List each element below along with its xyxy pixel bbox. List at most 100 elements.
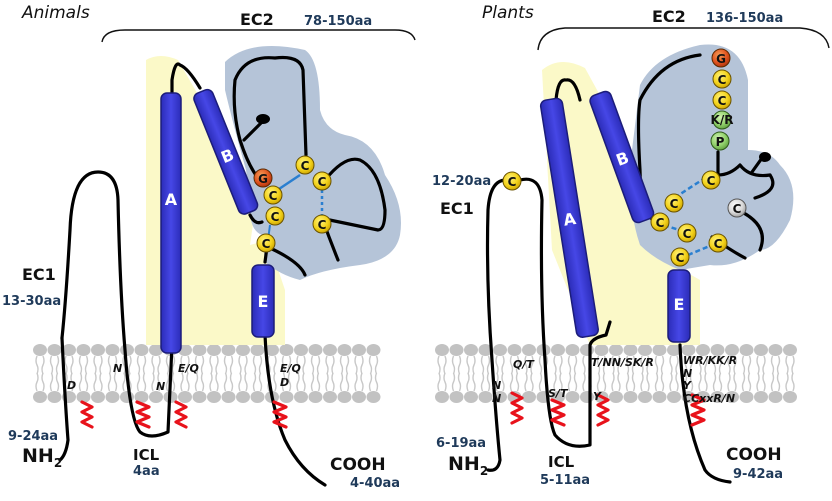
- svg-text:C: C: [683, 227, 692, 241]
- chain-plants-ec1-icl: [518, 177, 612, 448]
- residue-cysteine-ec1: C: [502, 171, 522, 191]
- lipid-head: [753, 343, 769, 375]
- lipid-head: [622, 372, 639, 404]
- chain-plants-ec2-loop2: [716, 150, 772, 178]
- residue-cysteine: C: [265, 206, 285, 226]
- svg-text:C: C: [714, 237, 723, 251]
- svg-text:G: G: [258, 172, 268, 186]
- lipid-head: [651, 343, 668, 375]
- residue-cysteine: C: [256, 233, 276, 253]
- lipid-head: [448, 343, 465, 375]
- svg-text:C: C: [301, 159, 310, 173]
- lipid-head: [32, 343, 48, 375]
- helix-a-plants: A: [539, 97, 599, 338]
- membrane-residue: N: [113, 362, 122, 375]
- svg-text:A: A: [165, 190, 178, 209]
- palmitoylation-icon: [272, 400, 288, 429]
- panel-plants: Plants EC2 136-150aa A B E: [432, 3, 830, 488]
- nterm-label-plants: NH2: [448, 453, 488, 478]
- svg-text:K/R: K/R: [711, 113, 734, 127]
- residue-cysteine: C: [650, 212, 670, 232]
- cterm-length-animals: 4-40aa: [350, 476, 400, 491]
- residue-cysteine: C: [708, 233, 728, 253]
- ec2-length-animals: 78-150aa: [304, 14, 372, 29]
- lipid-head: [492, 343, 508, 375]
- svg-text:C: C: [656, 216, 665, 230]
- svg-text:P: P: [716, 135, 725, 149]
- membrane-residue: N: [683, 367, 692, 380]
- residue-cysteine: C: [312, 214, 332, 234]
- lipid-head: [767, 343, 784, 375]
- lipid-head: [753, 372, 769, 404]
- ec2-brace-animals: [101, 29, 416, 43]
- palmitoylation-icon: [174, 400, 188, 429]
- lipid-head: [767, 372, 784, 404]
- lipid-head: [351, 343, 367, 375]
- lipid-head: [235, 343, 251, 375]
- residue-kr: K/R: [711, 110, 734, 130]
- residue-proline: P: [710, 131, 730, 151]
- nterm-length-animals: 9-24aa: [8, 429, 58, 444]
- lipid-head: [365, 372, 382, 404]
- svg-text:A: A: [562, 209, 578, 230]
- membrane-residue: N: [492, 379, 501, 392]
- residue-glycine: G: [711, 48, 731, 68]
- chain-plants-nterm: [485, 178, 508, 472]
- glycan-stem-plants: [750, 156, 764, 174]
- ec2-brace-plants: [537, 27, 830, 51]
- lipid-head: [75, 372, 92, 404]
- palmitoylation-icon: [690, 393, 706, 427]
- lipid-head: [782, 343, 798, 375]
- residue-cysteine: C: [701, 170, 721, 190]
- ec2-domain-plants: [629, 44, 794, 270]
- residue-cysteine: C: [312, 171, 332, 191]
- residue-cysteine-unpaired: C: [727, 198, 747, 218]
- lipid-head: [322, 343, 338, 375]
- lipid-head: [434, 343, 450, 375]
- lipid-head: [448, 372, 465, 404]
- lipid-head: [133, 343, 150, 375]
- icl-label-animals: ICL: [133, 446, 160, 464]
- lipid-head: [32, 372, 48, 404]
- chain-animals-ec2-loop1: [232, 55, 308, 180]
- nterm-label-animals: NH2: [22, 445, 62, 470]
- svg-text:C: C: [318, 175, 327, 189]
- chain-animals-cterm: [263, 333, 327, 487]
- chain-animals-ab-loop: [170, 62, 202, 97]
- glycan-icon-plants: [759, 152, 771, 162]
- palmitoylation-icon: [510, 391, 524, 425]
- lipid-head: [220, 343, 237, 375]
- cterm-length-plants: 9-42aa: [733, 467, 783, 482]
- residue-glycine: G: [253, 168, 273, 188]
- lipid-head: [191, 372, 208, 404]
- ec2-label-plants: EC2: [652, 7, 686, 26]
- lipid-head: [75, 343, 92, 375]
- helix-b-animals: B: [193, 88, 259, 215]
- lipid-head: [564, 372, 581, 404]
- lipid-head: [579, 372, 595, 404]
- palmitoylation-icon: [80, 400, 94, 429]
- cterm-label-plants: COOH: [726, 445, 782, 465]
- membrane-residue: WR/KK/R: [683, 354, 737, 367]
- lipid-head: [651, 372, 668, 404]
- membrane-residue: E/Q: [178, 362, 199, 375]
- lipid-head: [307, 372, 324, 404]
- membrane-residue: D: [280, 376, 289, 389]
- residue-cysteine: C: [263, 185, 283, 205]
- svg-text:C: C: [670, 197, 679, 211]
- icl-length-plants: 5-11aa: [540, 473, 590, 488]
- lipid-head: [521, 372, 537, 404]
- membrane-residue: D: [67, 379, 76, 392]
- palmitoylation-icon: [550, 398, 566, 427]
- lipid-head: [90, 372, 106, 404]
- residue-cysteine: C: [670, 247, 690, 267]
- glycan-stem-animals: [242, 120, 264, 142]
- svg-text:C: C: [707, 174, 716, 188]
- lipid-head: [336, 372, 353, 404]
- lipid-head: [608, 372, 624, 404]
- membrane-residue: S/T: [548, 387, 569, 400]
- lipid-head: [365, 343, 382, 375]
- lipid-head: [46, 372, 63, 404]
- icl-length-animals: 4aa: [133, 464, 160, 479]
- lipid-head: [133, 372, 150, 404]
